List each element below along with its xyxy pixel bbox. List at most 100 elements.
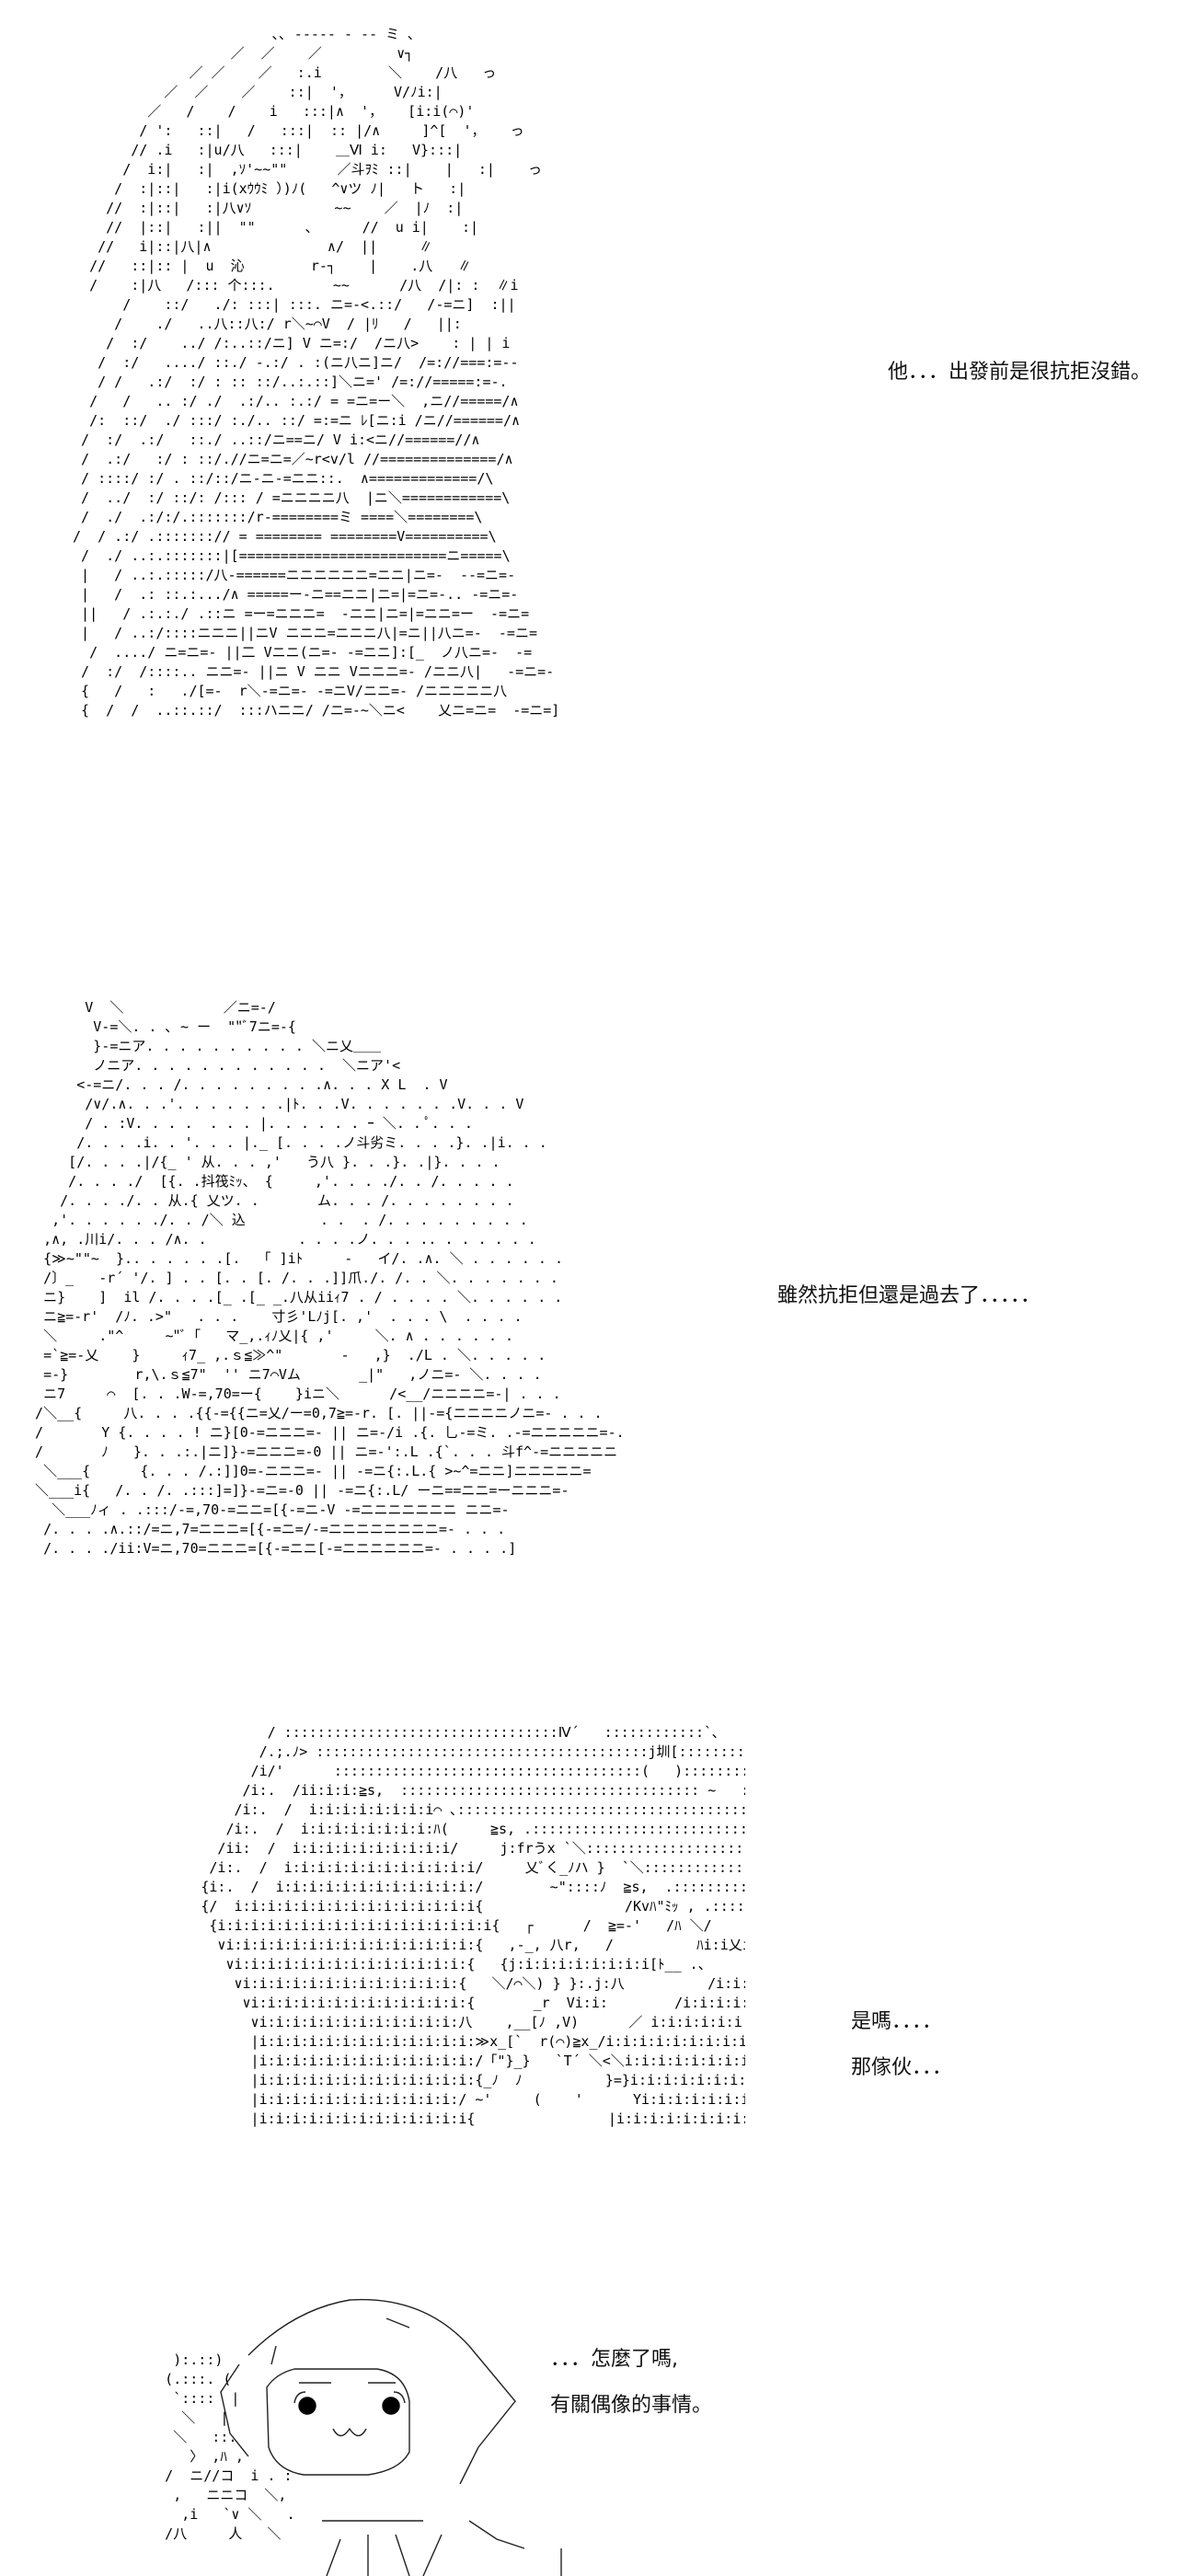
- art-line: /＼__{ 八. . . .{{-={{ニ=乂/ー=0,7≧=-r. [. ||…: [18, 1405, 603, 1421]
- face-outline: [266, 2368, 410, 2476]
- eye-right-outline: [393, 2391, 406, 2404]
- art-line: ∨i:i:i:i:i:i:i:i:i:i:i:i:i:{ ＼/⌒＼) } }:.…: [234, 1975, 745, 1992]
- art-line: // .i :|u/八 :::| ＿Ⅵ i: V}:::|: [64, 142, 463, 158]
- art-line: /〕_ ‐r´ '/. ] . . [. . [. /. . .]]爪./. /…: [18, 1270, 558, 1286]
- art-line: ,i `∨ ＼ . |: [181, 2506, 295, 2523]
- body-line: [326, 2538, 341, 2576]
- art-line: |i:i:i:i:i:i:i:i:i:i:i:i:/ ~' ( ' Yi:i:i…: [250, 2091, 745, 2108]
- art-line: // |::| :|| "" ､ // u i| :|: [64, 219, 479, 236]
- art-line: , ニニコ ＼,: [115, 2487, 287, 2503]
- art-line: / i:| :| ,ｿ'~~"" ／斗ｦﾐ ::| | :| っ: [64, 161, 543, 178]
- ascii-art-panel-3: / :::::::::::::::::::::::::::::::::Ⅳ´ ::…: [101, 1723, 745, 2202]
- art-line: [/. . . .|/{_ ' 从. . . ,' う八 }. . .}. .|…: [18, 1154, 500, 1170]
- hair-strand: [385, 2317, 410, 2329]
- dialogue-line: 雖然抗拒但還是過去了．．．．．: [777, 1284, 1041, 1307]
- panel-3: / :::::::::::::::::::::::::::::::::Ⅳ´ ::…: [0, 1693, 1196, 2190]
- arm-line: [422, 2534, 443, 2576]
- dialogue-panel-1: 他．．．出發前是很抗拒沒錯。: [888, 359, 1151, 405]
- hair-strand: [270, 2345, 277, 2365]
- art-line: / :::::::::::::::::::::::::::::::::Ⅳ´ ::…: [101, 1724, 719, 1741]
- art-line: / .:/ :/ : ::/.//ニ=ニ=／~r<v/l //=========…: [64, 451, 513, 467]
- art-line: /八 人 ＼: [115, 2525, 282, 2542]
- hair-outline: [247, 2298, 516, 2485]
- art-line: / ﾉ }. . .:.|ニ]}-=ニニニ=-0 || ニ=-':.L .{`.…: [18, 1443, 618, 1460]
- art-line: / :/ ..../ ::./ -.:/ . :(ニ八ニ]ニ/ /=://===…: [64, 354, 519, 371]
- art-line: / / .:/ .:::::::// = ======== ========V=…: [64, 528, 497, 545]
- art-line: / ::/ ./: :::| :::. ニ=-<.::/ /-=ニ] :||: [64, 296, 516, 313]
- art-line: (.:::. (: [115, 2371, 232, 2387]
- art-line: / ..../ ニ=ニ=- ||二 Vニニ(ニ=- -=ニニ]:[_ ノ八ニ=-…: [64, 644, 533, 661]
- art-line: /∨/.∧. . .'. . . . . . .|ﾄ. . .V. . . . …: [18, 1096, 524, 1112]
- art-line: ／ ／ ／ ::| '， V/ﾉi:|: [64, 84, 443, 100]
- art-line: |i:i:i:i:i:i:i:i:i:i:i:i:i:≫x_[` r(⌒)≧x_…: [250, 2033, 745, 2050]
- art-line: ／ ／ ／ :.i ＼ /八 っ: [64, 64, 497, 81]
- art-line: ,'. . . . . ./. . /＼ 込 . . . /. . . . . …: [18, 1212, 528, 1228]
- art-line: ニ7 ⌒ [. . .W-=,70=ー{ }iニ＼ /<__/ニニニニ=-| .…: [18, 1386, 561, 1402]
- dialogue-panel-3: 是嗎．．．． 那傢伙．．．: [851, 2008, 952, 2100]
- panel-2: V ＼ ／ニ=-/ V-=＼. . ､ ~ ー ""ﾞ7ニ=-{ }-=ニア. …: [0, 975, 1196, 1693]
- art-line: // i|::|八|∧ ∧/ || ∥: [64, 238, 433, 255]
- art-line: / / .. :/ ./ .:/.. :.:/ = =ニ=ー＼ ,ニ//====…: [64, 393, 519, 409]
- art-line: ＼___ﾉィ . .:::/-=,70-=ニニ=[{-=ニ-V -=ニニニニニニ…: [18, 1501, 510, 1518]
- art-line: ニ} ] il /. . . .[_ .[_ _.八从iiｨ7 . / . . …: [18, 1289, 563, 1305]
- art-line: // :|::| :|八∨ｿ ~~ ／ |ﾉ :|: [64, 200, 464, 216]
- art-line: {≫~""~ }.. . . . . .[. 「 ]iﾄ - イ/. .∧. ＼…: [18, 1250, 563, 1267]
- art-line: ／ / / i :::|∧ '， [i:i(⌒)': [64, 103, 475, 120]
- eye-left-outline: [293, 2391, 306, 2404]
- art-line: / :|::| :|i(xｳｳﾐ ）)ﾉ( ^∨ツ ﾉ| ト :|: [64, 180, 466, 197]
- art-line: /ii: / i:i:i:i:i:i:i:i:i:i/ j:frうx `＼:::…: [217, 1840, 745, 1857]
- art-line: / ニ//コ i . :: [115, 2467, 293, 2484]
- art-line: / ./ .:/:/.:::::::/r‐========ミ ====＼====…: [64, 509, 483, 525]
- art-line: / Y {. . . . ! ニ}[0-=ニニニ=‐ || ニ=-/i .{. …: [18, 1424, 625, 1441]
- eye-left: [298, 2397, 316, 2415]
- art-line: /. . . ./ii:V=ニ,70=ニニニ=[{-=ニニ[-=ニニニニニニ=-…: [18, 1540, 517, 1557]
- art-line: / ': ::| / :::| :: |/∧ ]^[ '， っ: [64, 122, 524, 139]
- dialogue-line: 他．．．出發前是很抗拒沒錯。: [888, 361, 1152, 384]
- arm-line: [468, 2520, 525, 2549]
- art-line: ∨i:i:i:i:i:i:i:i:i:i:i:i:i:i:i:{ ,-_, 八r…: [101, 1937, 745, 1953]
- art-line: {i:. / i:i:i:i:i:i:i:i:i:i:i:i:/ ~"::::ﾉ…: [101, 1879, 745, 1895]
- art-line: ,∧, .川i/. . . /∧. . . . . .ノ. . . .. . .…: [18, 1231, 536, 1248]
- art-line: { / / ..::.::/ :::ハニニ/ /ニ=-~＼ニ< 乂ニ=ニ= -=…: [64, 702, 560, 719]
- art-line: | / .: ::.:.../∧ =====ー-ニ==ニニ|ニ=|=ニ=-.. …: [64, 586, 519, 603]
- art-line: /i:. /ii:i:i:≧s, :::::::::::::::::::::::…: [242, 1782, 745, 1799]
- art-line: / :/ .:/ ::./ ..::/ニ==ニ/ V i:<ニ//======/…: [64, 431, 480, 448]
- body-line: [395, 2534, 410, 2576]
- art-line: ＼___{ {. . . /.:]]0=-ニニニ=‐ || -=ニ{:.L.{ …: [18, 1463, 592, 1479]
- art-line: / . :V. . . . . . . |. . . . . . ｰ ＼. . …: [18, 1115, 473, 1132]
- art-line: / :/ /::::.. ニニ=- ||ニ V ニニ Vニニニ=- /ニニ八| …: [64, 663, 555, 680]
- art-line: ∨i:i:i:i:i:i:i:i:i:i:i:i:八 ,__[ﾉ ,V) ／ i…: [250, 2014, 745, 2030]
- art-line: ＼ ::.: [115, 2429, 237, 2445]
- art-line: {/ i:i:i:i:i:i:i:i:i:i:i:i:i:i:i{ /Kvﾊ"ﾐ…: [101, 1898, 745, 1915]
- art-line: / :|八 /::: 个:::. ~~ /八 /|: : ∥i: [64, 277, 519, 293]
- art-line: =`≧=-乂 } ｨ7_ ,.ｓ≦≫^" - ,} ./L . ＼. . . .…: [18, 1347, 546, 1363]
- art-line: V-=＼. . ､ ~ ー ""ﾞ7ニ=-{: [18, 1018, 296, 1035]
- art-line: |i:i:i:i:i:i:i:i:i:i:i:i:i:{_ﾉ ﾉ }=}i:i:…: [250, 2072, 745, 2088]
- hair-strand: [220, 2363, 249, 2457]
- art-line: /i:. / i:i:i:i:i:i:i:i:i:i:i:i/ 乂ﾞく_ﾉハ }…: [209, 1859, 745, 1876]
- character-face-drawing: [220, 2298, 562, 2576]
- art-line: | / ..:.:::::/八-======ニニニニニニ=ニニ|ニ=- --=ニ…: [64, 567, 516, 583]
- art-line: /i/' :::::::::::::::::::::::::::::::::::…: [250, 1763, 745, 1779]
- art-line: `:::: |: [115, 2390, 240, 2407]
- eye-right: [382, 2397, 400, 2415]
- panel-4: ):.::) (.:::. ( `:::: | ＼ | ＼ ::. 〉 ,ﾊ ,…: [0, 2190, 1196, 2576]
- art-line: / ./ ..:.:::::::|[======================…: [64, 547, 511, 564]
- art-line: }-=ニア. . . . . . . . . . ＼ニ乂＿＿: [18, 1038, 381, 1054]
- art-line: ニ≧=‐r' /ﾉ. .>" . . . 寸彡'Lﾉj[. ,' . . . \…: [18, 1308, 523, 1325]
- dialogue-line: ．．．怎麼了嗎,: [550, 2348, 678, 2371]
- dialogue-line: 是嗎．．．．: [851, 2010, 943, 2033]
- art-line: <-=ニ/. . . /. . . . . . . . .∧. . . X L …: [18, 1076, 448, 1093]
- dialogue-panel-2: 雖然抗拒但還是過去了．．．．．: [777, 1282, 1041, 1328]
- dialogue-line: 那傢伙．．．: [851, 2056, 953, 2079]
- art-line: /: ::/ ./ :::/ :./.. ::/ =:=ニ ﾚ[ニ:i /ニ//…: [64, 412, 521, 429]
- art-line: ノニア. . . . . . . . . . . . ＼ニア'<: [18, 1057, 401, 1074]
- art-line: || / .:.:./ .::ニ =ー=ニニニ= -ニニ|ニ=|=ニニ=ー -=…: [64, 605, 530, 622]
- art-line: V ＼ ／ニ=-/: [18, 999, 276, 1016]
- art-line: / / .:/ :/ : :: ::/..:.::]＼ニ=' /=://====…: [64, 374, 508, 390]
- art-line: 〉 ,ﾊ ,: [115, 2448, 244, 2465]
- art-line: ):.::): [115, 2352, 224, 2368]
- art-line: /. . . .i. . '. . . |._ [. . . .ノ斗劣ミ. . …: [18, 1134, 547, 1151]
- art-line: |i:i:i:i:i:i:i:i:i:i:i:i:i{ |i:i:i:i:i:i…: [250, 2110, 745, 2127]
- ascii-art-panel-1: ､､ -‐‐‐‐ ‐ ‐- ミ ､ ／ ／ ／ ∨┐ ／ ／ ／ :.i ＼ /…: [64, 25, 984, 982]
